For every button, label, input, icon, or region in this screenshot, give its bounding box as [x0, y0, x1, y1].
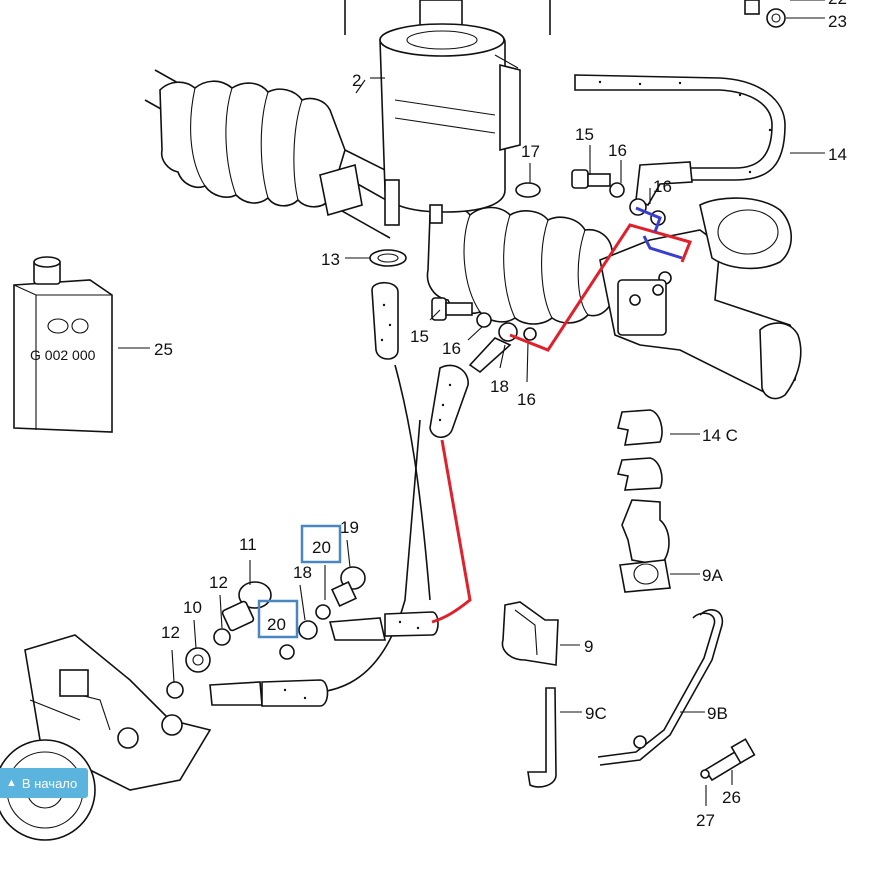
label-12-upper: 12	[209, 573, 228, 592]
label-22: 22	[828, 0, 847, 8]
highlight-boxes	[257, 524, 342, 639]
label-9c: 9C	[585, 704, 607, 723]
bracket-9b	[597, 609, 724, 766]
label-9a: 9A	[702, 566, 723, 585]
label-15-top: 15	[575, 125, 594, 144]
label-12-lower: 12	[161, 623, 180, 642]
hose-clamp-13	[369, 249, 407, 267]
bolt-22-23	[744, 0, 786, 28]
label-14c: 14 C	[702, 426, 738, 445]
steering-rack-assembly	[144, 69, 802, 400]
bolt-26	[700, 738, 756, 782]
fluid-can-25	[13, 256, 113, 433]
label-16-low: 16	[517, 390, 536, 409]
label-13: 13	[321, 250, 340, 269]
bracket-9c	[527, 687, 557, 788]
can-label: G 002 000	[30, 347, 96, 363]
caret-up-icon: ▲	[6, 777, 17, 789]
red-route	[431, 223, 693, 624]
fluid-reservoir	[344, 0, 551, 226]
label-17: 17	[521, 142, 540, 161]
label-2: 2	[352, 71, 361, 90]
clamp-14c	[616, 409, 663, 491]
label-11: 11	[239, 535, 257, 554]
leader-lines	[118, 0, 825, 806]
label-25: 25	[154, 340, 173, 359]
pressure-hose-middle	[429, 297, 537, 439]
label-27: 27	[696, 811, 715, 830]
label-9: 9	[584, 637, 593, 656]
blue-markers	[635, 206, 683, 260]
bracket-9	[501, 601, 559, 666]
label-19: 19	[340, 518, 359, 537]
power-steering-pump	[0, 634, 212, 841]
label-14: 14	[828, 145, 847, 164]
label-16-top: 16	[608, 141, 627, 160]
label-20-lower: 20	[267, 615, 286, 634]
label-18-low: 18	[293, 563, 312, 582]
back-to-top-label: В начало	[21, 775, 78, 791]
part-labels: 2 22 23 14 17 15 16 16 13 15 16 18 16 25…	[30, 0, 847, 830]
label-16-mid: 16	[442, 339, 461, 358]
label-16-right: 16	[653, 177, 672, 196]
clip-17	[515, 182, 541, 198]
bracket-9a	[619, 499, 671, 593]
pressure-fittings-lower	[161, 566, 439, 736]
label-20-upper: 20	[312, 538, 331, 557]
label-23: 23	[828, 12, 847, 31]
label-15-mid: 15	[410, 327, 429, 346]
label-26: 26	[722, 788, 741, 807]
label-10: 10	[183, 598, 202, 617]
back-to-top-button[interactable]: ▲ В начало	[0, 768, 88, 798]
label-9b: 9B	[707, 704, 728, 723]
label-18-mid: 18	[490, 377, 509, 396]
